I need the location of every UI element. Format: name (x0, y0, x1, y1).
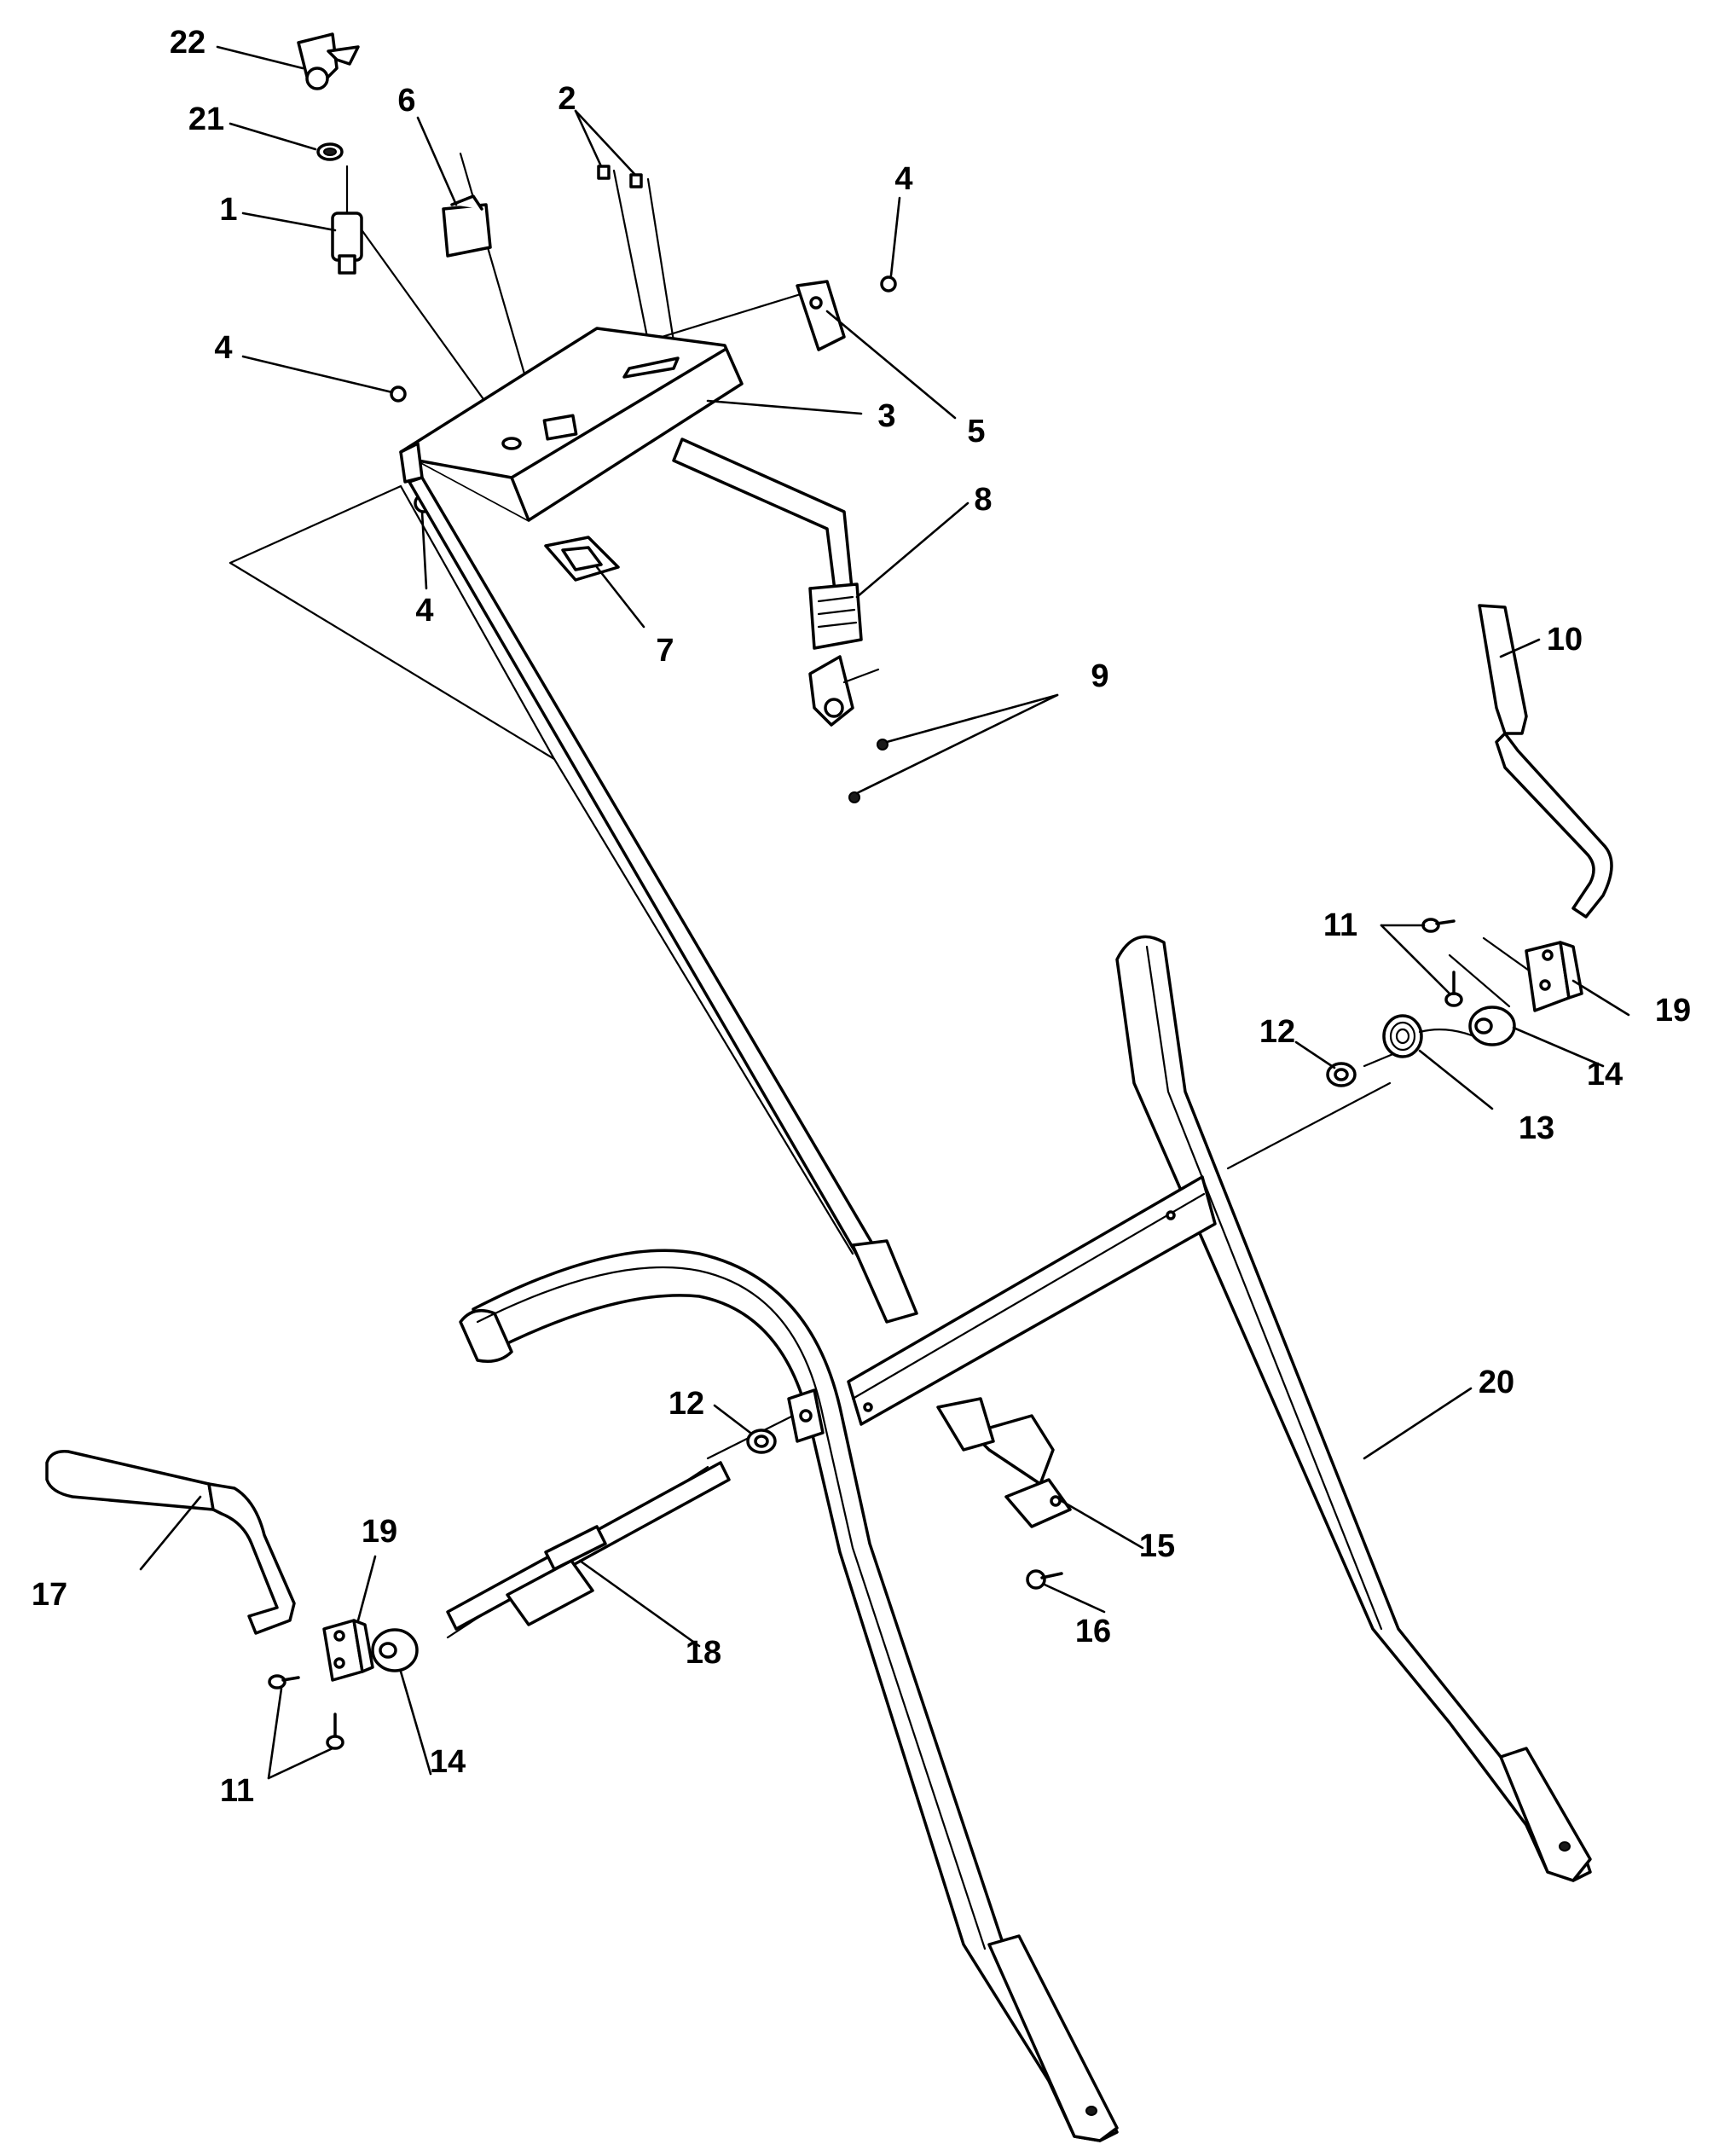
callout-11-left: 11 (220, 1773, 254, 1809)
callout-3: 3 (877, 398, 895, 434)
callout-17: 17 (32, 1577, 67, 1613)
part-2-screws (597, 165, 643, 188)
callout-19-right: 19 (1655, 993, 1691, 1029)
part-11-bolts (268, 918, 1463, 1750)
part-10-lever (1478, 604, 1613, 919)
callout-labels: 22 21 1 6 2 4 4 3 5 4 7 8 9 10 11 19 12 … (32, 25, 1691, 1809)
part-16-bolt (1026, 1569, 1063, 1590)
part-9-nuts (848, 739, 888, 803)
part-18-shaft (446, 1461, 731, 1631)
callout-12-left: 12 (668, 1386, 704, 1422)
callout-20: 20 (1479, 1365, 1514, 1400)
callout-21: 21 (188, 101, 224, 137)
part-12-bushings (746, 1062, 1357, 1454)
part-21-spring-washer (316, 142, 344, 161)
part-22-clip (297, 32, 360, 90)
leader-lines (139, 45, 1630, 1780)
callout-9: 9 (1091, 658, 1108, 694)
callout-4-left: 4 (214, 330, 232, 366)
part-1-switch (331, 165, 363, 275)
callout-15: 15 (1139, 1528, 1175, 1564)
callout-14-right: 14 (1587, 1057, 1623, 1092)
control-rod (408, 476, 918, 1324)
part-8-lever (672, 438, 880, 727)
part-14-rollers (371, 1006, 1516, 1672)
callout-8: 8 (974, 482, 992, 518)
part-19-blocks (322, 941, 1583, 1682)
assembly-lines (229, 152, 1545, 1639)
callout-13: 13 (1519, 1110, 1554, 1146)
callout-14-left: 14 (430, 1744, 466, 1780)
part-7-gasket (544, 536, 620, 582)
callout-1: 1 (219, 192, 237, 228)
callout-16: 16 (1075, 1614, 1111, 1649)
part-15-bracket (936, 1397, 1072, 1528)
part-17-lever (45, 1450, 296, 1635)
callout-11-right: 11 (1323, 907, 1357, 943)
callout-19-left: 19 (362, 1514, 397, 1550)
callout-12-right: 12 (1259, 1014, 1295, 1050)
callout-4-bottom: 4 (415, 593, 433, 629)
callout-5: 5 (967, 414, 985, 449)
callout-2: 2 (558, 81, 576, 117)
part-5-bracket (796, 280, 846, 351)
callout-10: 10 (1547, 622, 1583, 658)
callout-7: 7 (656, 633, 674, 669)
part-20-handle-frame (459, 935, 1592, 2142)
part-6-switch-block (442, 194, 492, 258)
callout-18: 18 (686, 1635, 721, 1671)
part-3-control-panel (399, 327, 744, 522)
callout-22: 22 (170, 25, 205, 61)
callout-4-top: 4 (894, 161, 912, 197)
callout-6: 6 (397, 83, 415, 119)
